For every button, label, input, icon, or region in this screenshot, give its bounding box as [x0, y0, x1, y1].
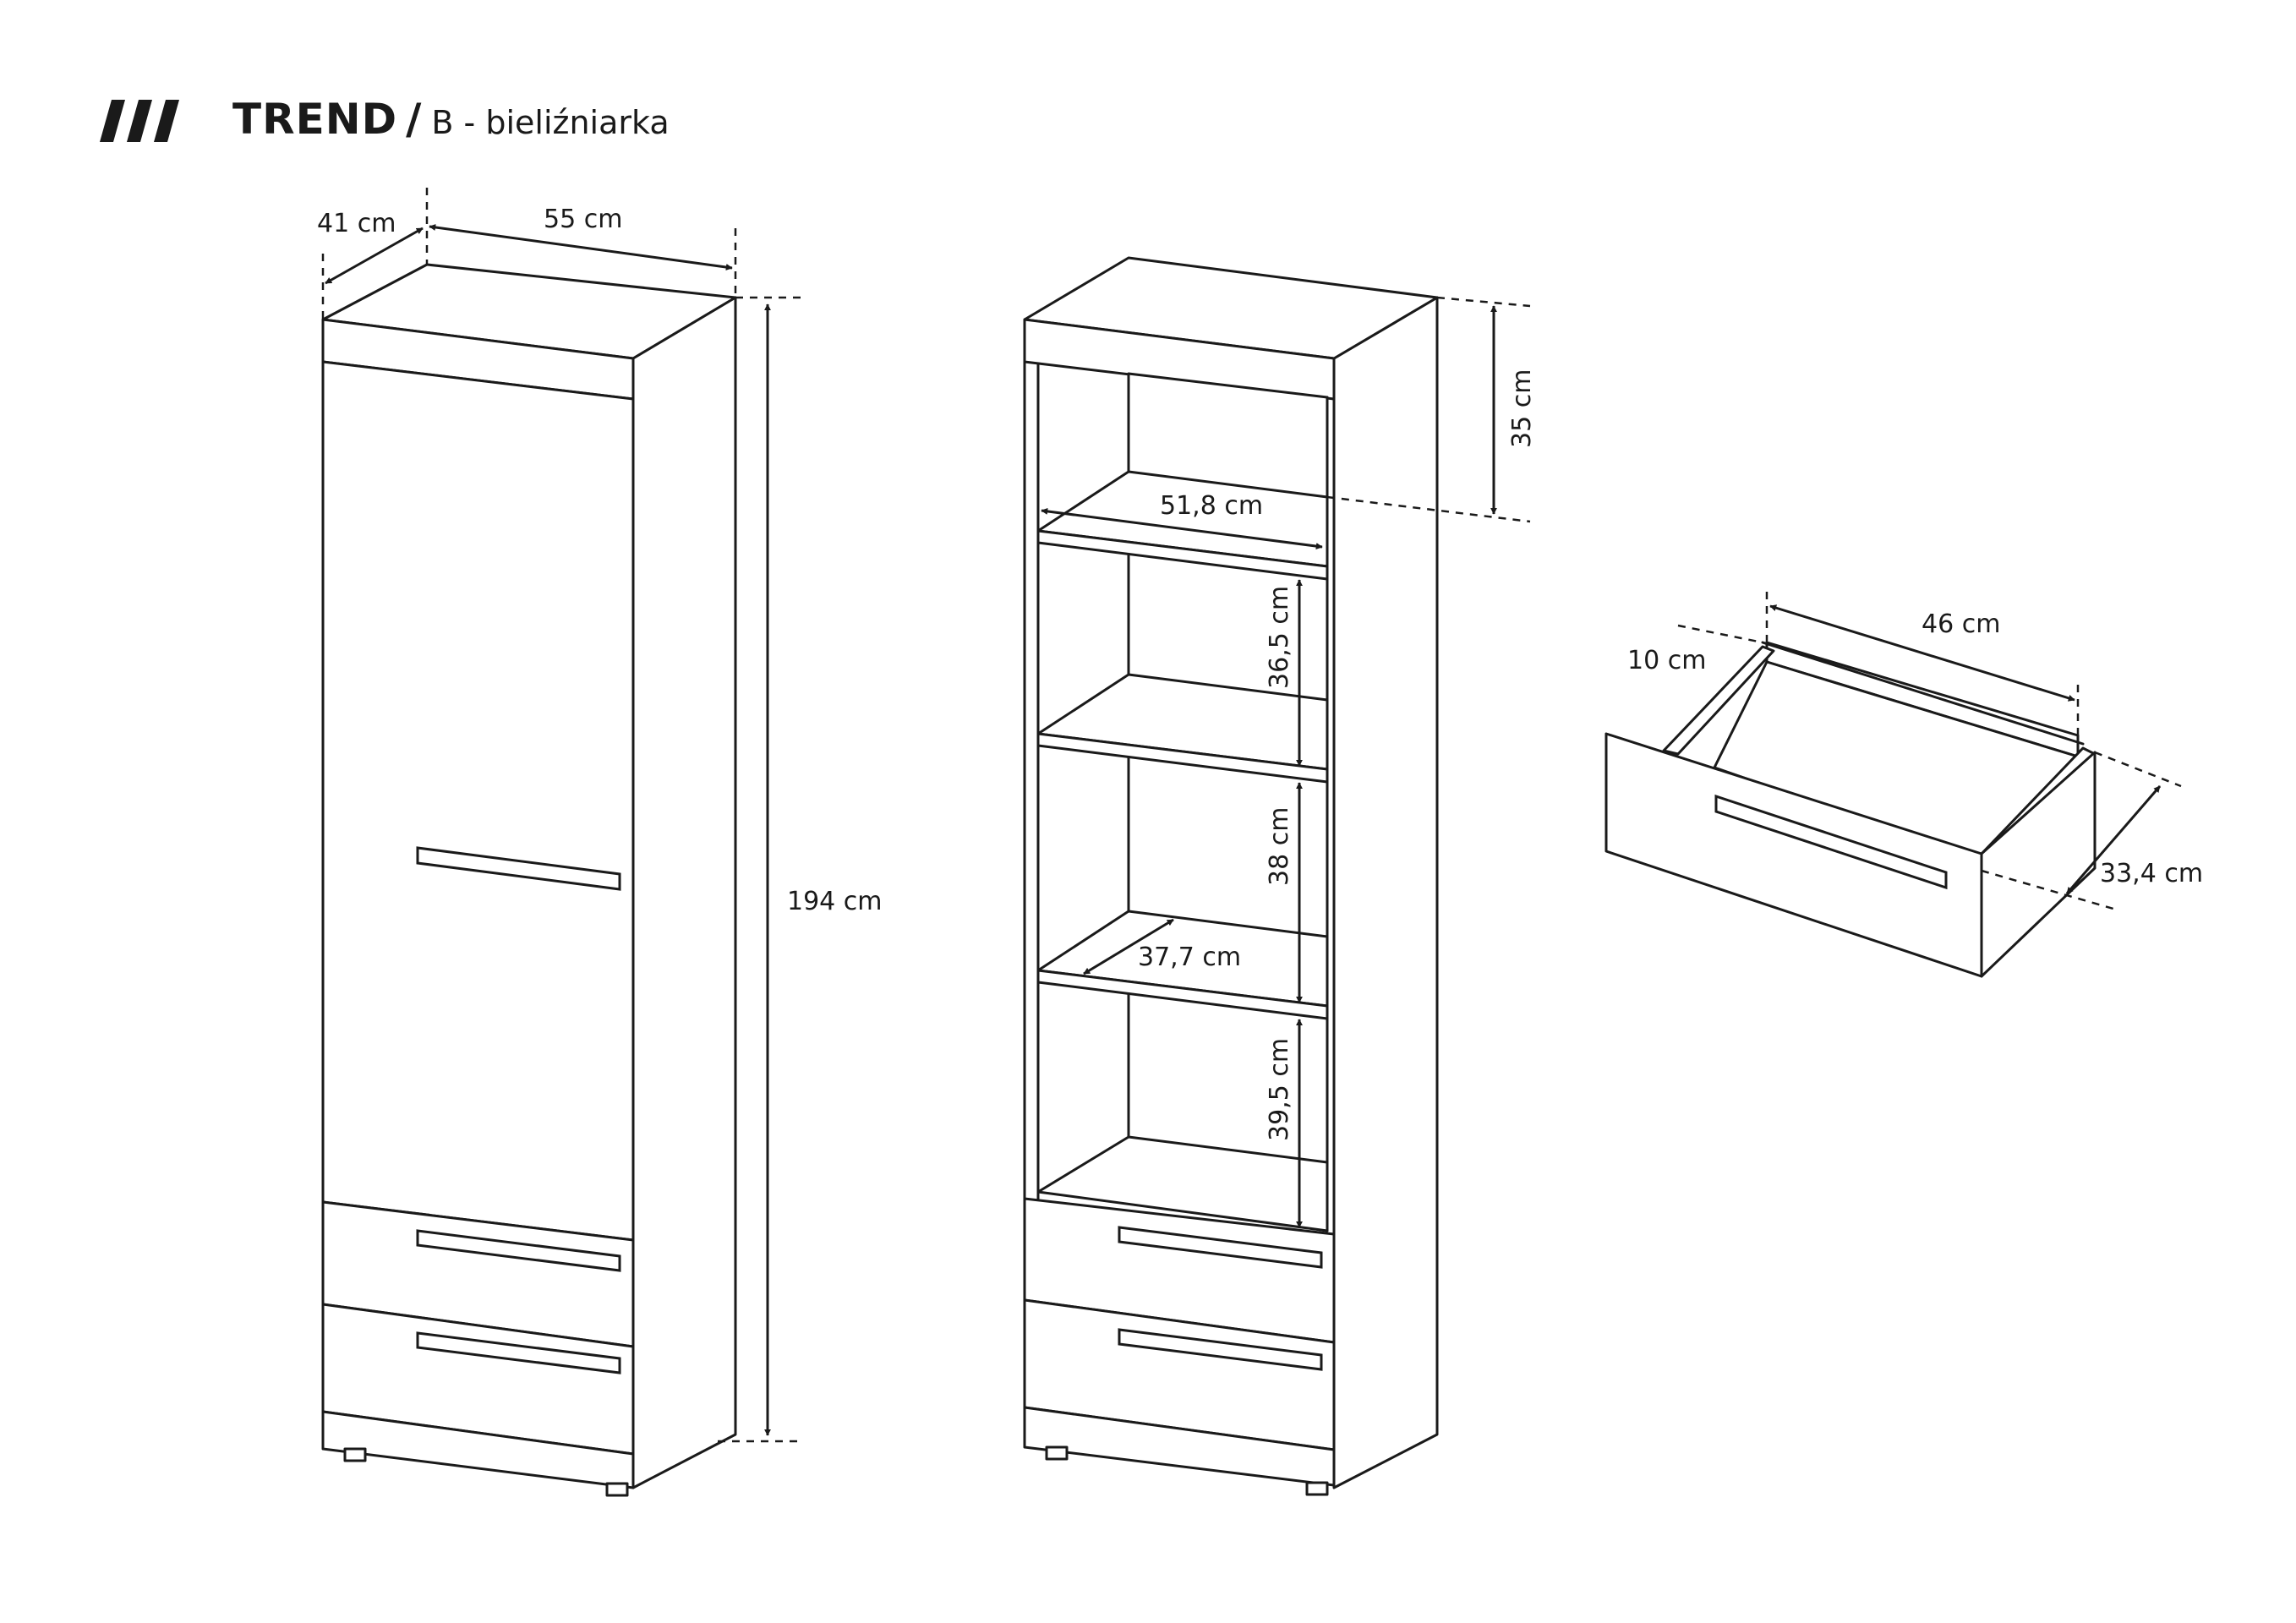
cabinet-height-label: 194 cm [787, 887, 883, 916]
drawer-width-dimension-line [1769, 604, 2075, 702]
extension-line [1677, 624, 1763, 644]
drawer-handle [416, 1331, 621, 1374]
extension-line [2094, 751, 2182, 788]
shelf-gap-3-label: 39,5 cm [1265, 1038, 1294, 1141]
cabinet-foot [1045, 1445, 1069, 1461]
cabinet-door [321, 360, 635, 1242]
drawer-depth-label: 33,4 cm [2100, 859, 2203, 888]
drawer-handle [1714, 794, 1948, 890]
drawer-depth-dimension-line [2065, 785, 2162, 894]
drawer-width-label: 46 cm [1922, 609, 2000, 639]
cabinet-cornice [1023, 318, 1336, 401]
cabinet-width-label: 55 cm [544, 205, 622, 234]
closed-cabinet-view [321, 263, 737, 1497]
cabinet-plinth [1023, 1406, 1336, 1487]
drawer-front [1604, 732, 1983, 978]
door-handle [416, 846, 621, 891]
shelf-width-dimension-line [1041, 507, 1323, 550]
cabinet-side-panel [1332, 296, 1439, 1489]
cabinet-foot [343, 1447, 367, 1462]
cabinet-side-panel [631, 296, 737, 1489]
extension-line [1326, 495, 1531, 523]
drawer-handle [1118, 1328, 1323, 1371]
closed-cabinet-dimensions: 41 cm 55 cm 194 cm [317, 188, 883, 1443]
drawer-dimensions: 46 cm 10 cm 33,4 cm [1627, 592, 2203, 910]
depth-dimension-line [325, 227, 424, 285]
drawer-height-label: 10 cm [1627, 646, 1706, 675]
shelf-gap-2-label: 38 cm [1265, 807, 1294, 886]
cabinet-foot [1305, 1481, 1329, 1496]
page-title: TREND/B - bieliźniarka [232, 90, 670, 152]
drawer-handle [1118, 1226, 1323, 1269]
shelf-depth-label: 37,7 cm [1138, 943, 1241, 972]
cabinet-foot [605, 1482, 629, 1497]
triple-slash-icon [100, 100, 179, 142]
drawer-handle [416, 1229, 621, 1272]
open-cabinet-dimensions: 35 cm 51,8 cm 36,5 cm 38 cm 37,7 cm 39,5… [1041, 296, 1537, 1228]
shelf-width-label: 51,8 cm [1160, 491, 1263, 521]
drawer-detail-view [1604, 641, 2096, 978]
cabinet-plinth [321, 1410, 635, 1489]
brand-name: TREND [232, 95, 398, 144]
shelf-gap-1-label: 36,5 cm [1265, 586, 1294, 689]
shelf-3-edge [1036, 969, 1329, 1020]
width-dimension-line [429, 224, 733, 270]
extension-line [1436, 296, 1531, 308]
shelf-bottom [1036, 1135, 1329, 1232]
shelf-depth-dimension-line [1083, 918, 1174, 975]
header: TREND/B - bieliźniarka [0, 0, 2296, 169]
open-cabinet-view [1023, 256, 1439, 1496]
product-subtitle: B - bieliźniarka [431, 104, 670, 141]
top-compartment-label: 35 cm [1507, 369, 1537, 448]
cabinet-depth-label: 41 cm [317, 209, 396, 238]
shelf-2-edge [1036, 732, 1329, 784]
title-separator: / [406, 95, 422, 144]
